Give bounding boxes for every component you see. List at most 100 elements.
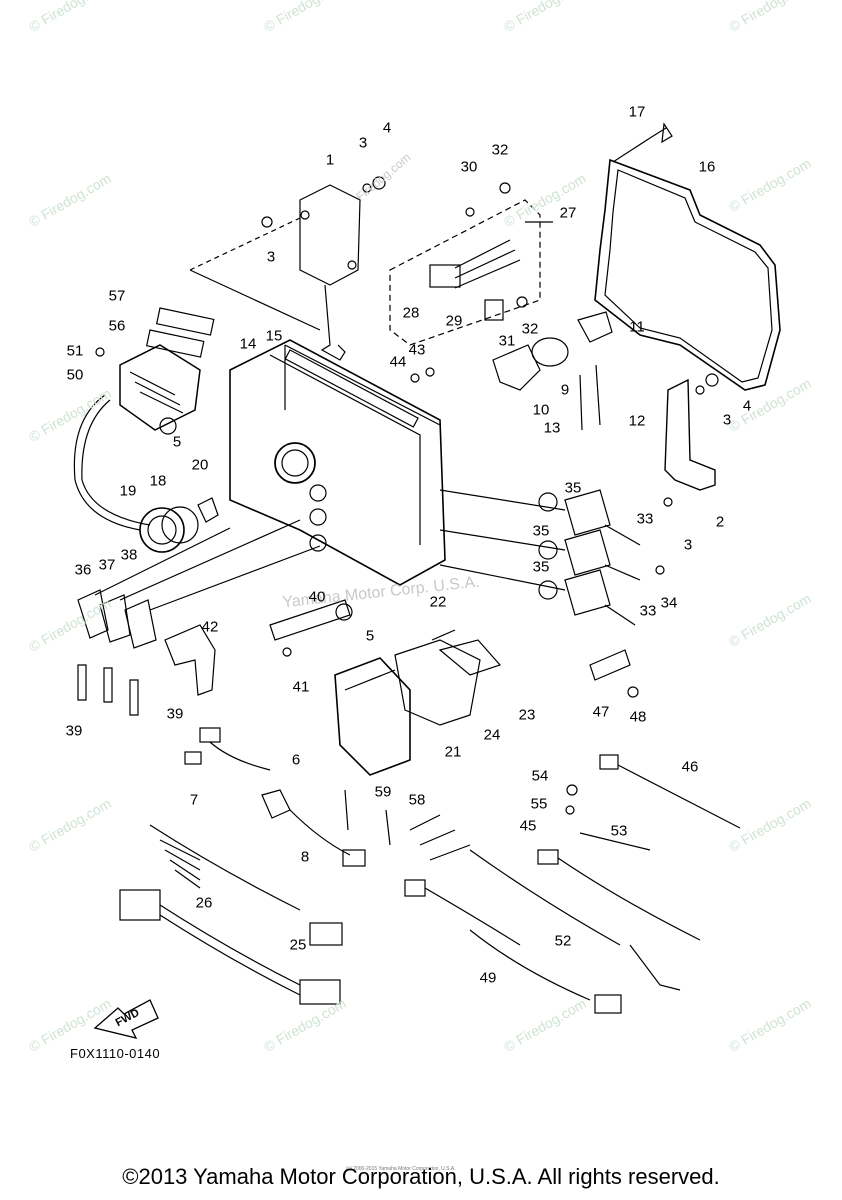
callout-3c: 3 xyxy=(722,411,732,429)
callout-45: 45 xyxy=(519,817,537,835)
callout-4b: 4 xyxy=(742,397,752,415)
bracket-1 xyxy=(299,184,361,361)
callout-13: 13 xyxy=(543,419,561,437)
bracket-11 xyxy=(577,311,613,343)
callout-52: 52 xyxy=(554,932,572,950)
callout-58: 58 xyxy=(408,791,426,809)
callout-34: 34 xyxy=(660,594,678,612)
callout-16: 16 xyxy=(698,158,716,176)
part-20 xyxy=(197,497,219,523)
nut-4b xyxy=(705,373,719,387)
callout-19: 19 xyxy=(119,482,137,500)
cable-46 xyxy=(599,754,741,829)
callout-39a: 39 xyxy=(65,722,83,740)
callout-38: 38 xyxy=(120,546,138,564)
callout-3b: 3 xyxy=(266,248,276,266)
callout-17: 17 xyxy=(628,103,646,121)
tie-59 xyxy=(344,789,349,831)
washer-3 xyxy=(261,216,273,228)
bolt-41 xyxy=(282,647,292,657)
callout-54: 54 xyxy=(531,767,549,785)
rectifier-50 xyxy=(119,344,201,431)
copyright-footer: ©2013 Yamaha Motor Corporation, U.S.A. A… xyxy=(122,1164,720,1189)
relay-10 xyxy=(492,344,541,391)
bolt-32b xyxy=(516,296,528,308)
callout-15: 15 xyxy=(265,327,283,345)
callout-1: 1 xyxy=(325,151,335,169)
wire-harness-25 xyxy=(149,824,343,946)
spark-plugs-39 xyxy=(77,664,139,716)
callout-3d: 3 xyxy=(683,536,693,554)
washer-3c xyxy=(695,385,705,395)
callout-51: 51 xyxy=(66,342,84,360)
bracket-2 xyxy=(664,378,716,491)
callout-31: 31 xyxy=(498,332,516,350)
callout-6: 6 xyxy=(291,751,301,769)
callout-47: 47 xyxy=(592,703,610,721)
cap-19 xyxy=(139,506,199,553)
plug-caps xyxy=(77,519,321,649)
callout-48: 48 xyxy=(629,708,647,726)
callout-20: 20 xyxy=(191,456,209,474)
callout-33b: 33 xyxy=(639,602,657,620)
bolt-17 xyxy=(649,122,673,144)
callout-11: 11 xyxy=(629,318,645,336)
ignition-coils-33 xyxy=(439,489,641,626)
callout-35b: 35 xyxy=(532,522,550,540)
callout-44: 44 xyxy=(389,353,407,371)
wire-13 xyxy=(579,374,583,431)
callout-59: 59 xyxy=(374,783,392,801)
cap-35a xyxy=(538,492,558,512)
wire-harness-6 xyxy=(184,727,366,867)
cap-35b xyxy=(538,540,558,560)
callout-23: 23 xyxy=(518,706,536,724)
callout-10: 10 xyxy=(532,401,550,419)
wire-harness-26 xyxy=(119,889,341,1005)
label-56 xyxy=(145,329,205,358)
clip-40 xyxy=(269,599,351,641)
washer-3d xyxy=(663,497,673,507)
screw-34 xyxy=(655,565,665,575)
callout-29: 29 xyxy=(445,312,463,330)
callout-3a: 3 xyxy=(358,134,368,152)
bolt-54 xyxy=(566,784,578,796)
wire-harness-49 xyxy=(404,879,622,1014)
bolt-48 xyxy=(627,686,639,698)
bolt-32 xyxy=(499,182,511,194)
washer-55 xyxy=(565,805,575,815)
nut-5 xyxy=(159,417,177,435)
callout-8: 8 xyxy=(300,848,310,866)
wire-45-53 xyxy=(537,832,701,941)
gasket-16 xyxy=(594,158,781,391)
callout-39b: 39 xyxy=(166,705,184,723)
relay-9 xyxy=(531,337,569,367)
callout-49: 49 xyxy=(479,969,497,987)
callout-35c: 35 xyxy=(532,558,550,576)
figure-code: F0X1110-0140 xyxy=(70,1046,161,1061)
callout-37: 37 xyxy=(98,556,116,574)
holder-42 xyxy=(164,624,216,696)
callout-18: 18 xyxy=(149,472,167,490)
fwd-arrow xyxy=(93,999,159,1039)
callout-43: 43 xyxy=(408,341,426,359)
callout-5a: 5 xyxy=(172,433,182,451)
wire-12 xyxy=(595,364,601,426)
electrical-box xyxy=(229,339,446,586)
fine-print: (c) 2000-2015 Yamaha Motor Corporation, … xyxy=(346,1166,456,1172)
callout-56: 56 xyxy=(108,317,126,335)
callout-42: 42 xyxy=(201,618,219,636)
bolt-22 xyxy=(431,629,456,641)
callout-14: 14 xyxy=(239,335,257,353)
screw-51 xyxy=(95,347,105,357)
cap-35c xyxy=(538,580,558,600)
callout-7: 7 xyxy=(189,791,199,809)
callout-32a: 32 xyxy=(491,141,509,159)
callout-12: 12 xyxy=(628,412,646,430)
callout-50: 50 xyxy=(66,366,84,384)
ecu-21 xyxy=(334,657,411,776)
callout-5b: 5 xyxy=(365,627,375,645)
callout-30: 30 xyxy=(460,158,478,176)
tie-58 xyxy=(385,809,391,846)
callout-55: 55 xyxy=(530,795,548,813)
nut-5b xyxy=(335,603,353,621)
